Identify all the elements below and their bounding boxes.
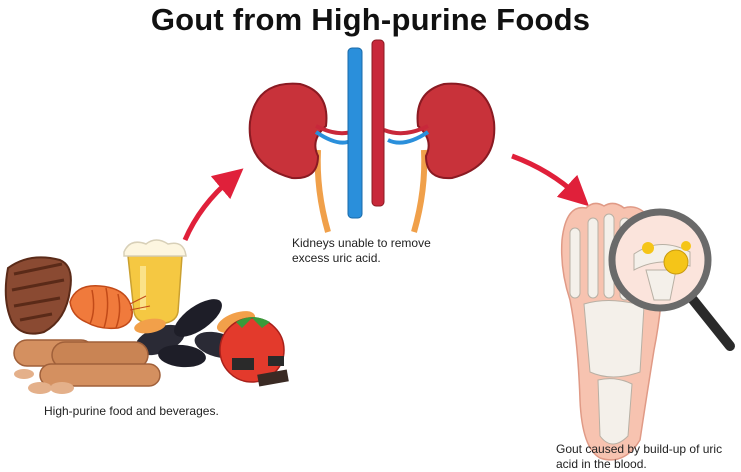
shrimp-icon [69, 285, 151, 330]
food-illustration [4, 239, 289, 394]
kidneys-caption: Kidneys unable to remove excess uric aci… [292, 236, 431, 265]
arrow-kidneys-to-foot [511, 153, 589, 207]
magnifier-icon [608, 208, 735, 351]
left-kidney-icon [248, 82, 328, 180]
foot-illustration [560, 202, 735, 461]
tomato-icon [219, 317, 289, 387]
vena-cava-icon [347, 47, 363, 219]
gout-caption: Gout caused by build-up of uric acid in … [556, 442, 723, 471]
diagram-title: Gout from High-purine Foods [150, 2, 591, 37]
uric-crystal-icon [663, 249, 689, 275]
kidneys-illustration [248, 39, 496, 233]
aorta-icon [371, 39, 385, 207]
beer-glass-icon [123, 239, 187, 325]
steak-icon [4, 256, 72, 335]
sausages-icon [13, 339, 161, 394]
arrow-food-to-kidneys [182, 168, 244, 241]
right-kidney-icon [416, 82, 496, 180]
food-caption: High-purine food and beverages. [44, 404, 219, 418]
